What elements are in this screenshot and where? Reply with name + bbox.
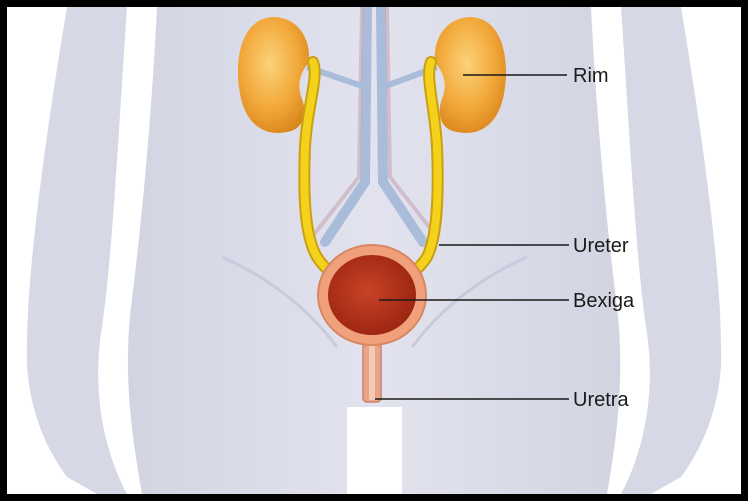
urinary-system-diagram: Rim Ureter Bexiga Uretra [7, 7, 741, 494]
label-bladder: Bexiga [573, 290, 635, 312]
label-urethra: Uretra [573, 389, 629, 411]
label-ureter: Ureter [573, 235, 629, 257]
label-kidney: Rim [573, 65, 609, 87]
bladder [318, 245, 426, 345]
kidney-left [238, 17, 309, 133]
